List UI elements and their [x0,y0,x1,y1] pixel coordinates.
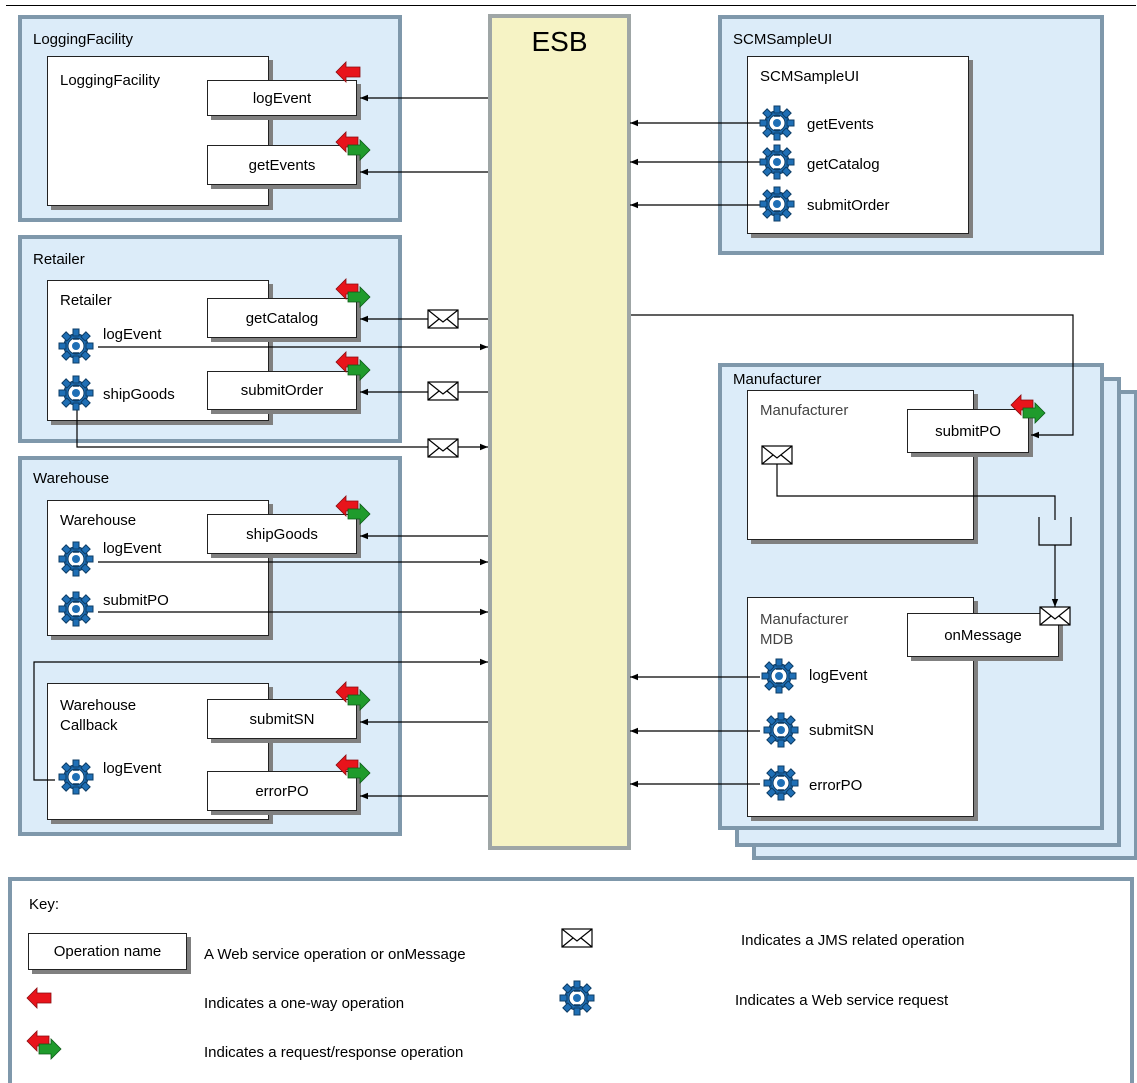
request-label-logevent: logEvent [103,540,162,557]
operation-errorpo[interactable]: errorPO [207,771,357,811]
group-title: SCMSampleUI [733,31,833,48]
request-label-logevent: logEvent [809,667,868,684]
group-title: Warehouse [33,470,110,487]
esb-bus: ESB [488,14,631,850]
request-label-getcatalog: getCatalog [807,156,880,173]
request-label-submitpo: submitPO [103,592,169,609]
key-web-service-description: Indicates a Web service request [735,992,949,1009]
key-operation-description: A Web service operation or onMessage [204,946,466,963]
component-title: Manufacturer [760,402,849,419]
component-title: Warehouse Callback [60,697,137,734]
key-operation-sample: Operation name [28,933,187,970]
operation-submitpo[interactable]: submitPO [907,409,1029,453]
operation-logevent[interactable]: logEvent [207,80,357,116]
operation-submitsn[interactable]: submitSN [207,699,357,739]
group-title: LoggingFacility [33,31,134,48]
envelope-icon [427,438,459,458]
envelope-icon [427,381,459,401]
operation-onmessage[interactable]: onMessage [907,613,1059,657]
request-label-getevents: getEvents [807,116,874,133]
component-title: Retailer [60,292,112,309]
operation-shipgoods[interactable]: shipGoods [207,514,357,554]
page-frame [6,5,1136,6]
request-label-submitorder: submitOrder [807,197,890,214]
operation-getcatalog[interactable]: getCatalog [207,298,357,338]
request-label-logevent: logEvent [103,760,162,777]
key-title: Key: [29,896,60,913]
operation-getevents[interactable]: getEvents [207,145,357,185]
key-one-way-description: Indicates a one-way operation [204,995,405,1012]
component-title: LoggingFacility [60,72,161,89]
request-label-submitsn: submitSN [809,722,875,739]
request-label-errorpo: errorPO [809,777,863,794]
group-title: Retailer [33,251,85,268]
key-jms-description: Indicates a JMS related operation [741,932,965,949]
component-title: SCMSampleUI [760,68,860,85]
request-label-shipgoods: shipGoods [103,386,175,403]
component-title: Manufacturer MDB [760,611,849,648]
esb-title: ESB [531,26,588,57]
operation-submitorder[interactable]: submitOrder [207,371,357,410]
envelope-icon [427,309,459,329]
component-title: Warehouse [60,512,137,529]
request-label-logevent: logEvent [103,326,162,343]
group-title: Manufacturer [733,371,822,388]
key-request-response-description: Indicates a request/response operation [204,1044,464,1061]
key-panel: Key: [8,877,1134,1083]
